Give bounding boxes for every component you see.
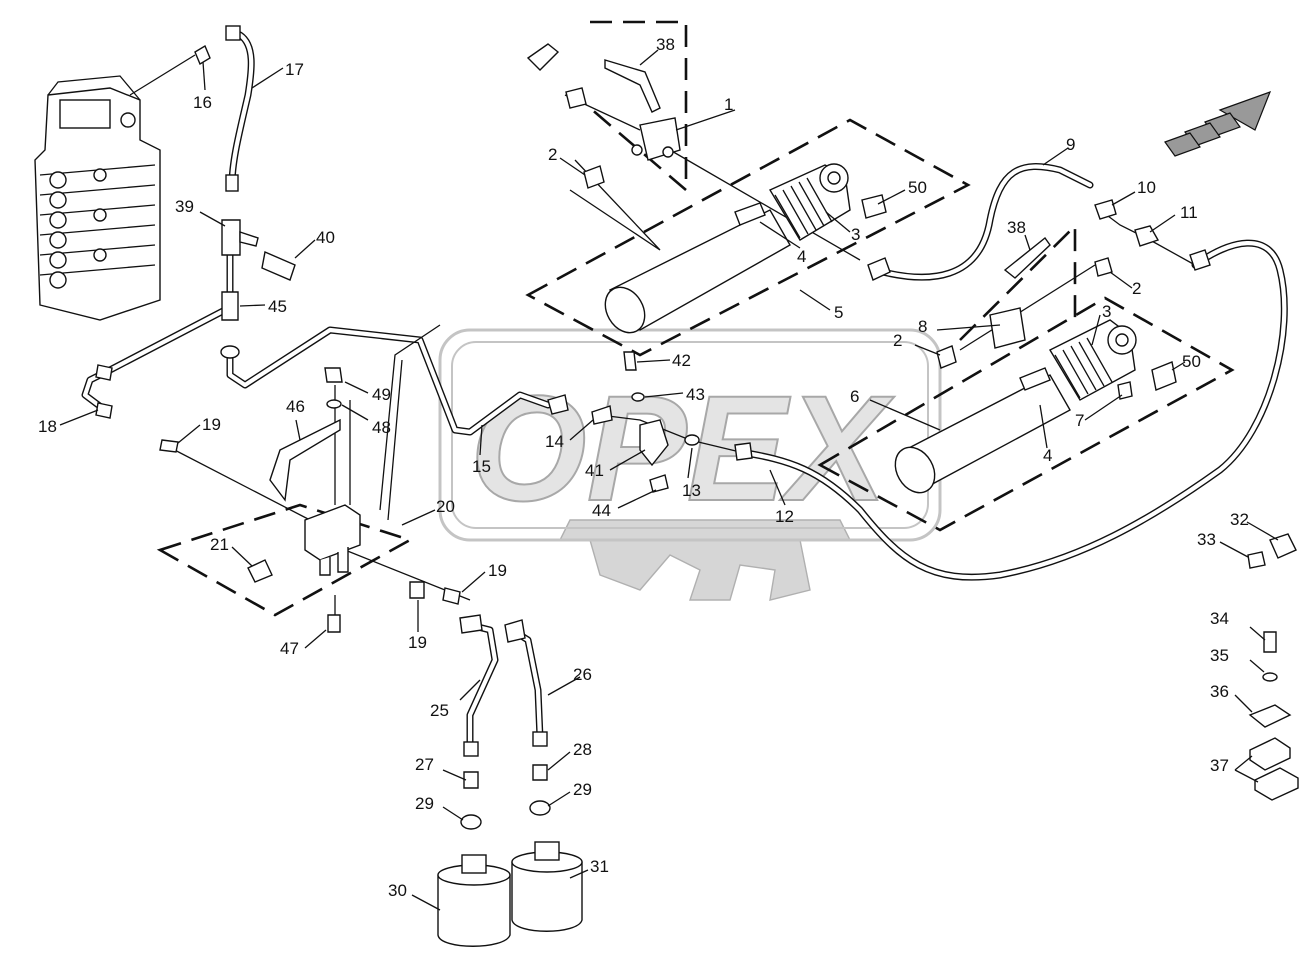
label-6: 6 — [850, 387, 859, 406]
label-40: 40 — [316, 228, 335, 247]
label-37: 37 — [1210, 756, 1229, 775]
label-9: 9 — [1066, 135, 1075, 154]
watermark-gear — [558, 519, 852, 601]
label-44: 44 — [592, 501, 611, 520]
label-14: 14 — [545, 432, 564, 451]
label-8: 8 — [918, 317, 927, 336]
label-38: 38 — [656, 35, 675, 54]
fittings-and-parts — [95, 25, 1299, 830]
dashed-groupings — [156, 20, 1235, 617]
label-45: 45 — [268, 297, 287, 316]
label-35: 35 — [1210, 646, 1229, 665]
label-30: 30 — [388, 881, 407, 900]
label-29: 29 — [415, 794, 434, 813]
part-labels: 16 17 38 1 2 3 50 4 5 9 10 11 38 2 8 2 3… — [38, 35, 1249, 900]
label-47: 47 — [280, 639, 299, 658]
label-18: 18 — [38, 417, 57, 436]
label-7: 7 — [1075, 411, 1084, 430]
label-21: 21 — [210, 535, 229, 554]
label-33: 33 — [1197, 530, 1216, 549]
hydraulic-cylinder-2 — [894, 319, 1137, 494]
label-13: 13 — [682, 481, 701, 500]
label-29-b: 29 — [573, 780, 592, 799]
label-2-c: 2 — [893, 331, 902, 350]
label-19-c: 19 — [408, 633, 427, 652]
label-12: 12 — [775, 507, 794, 526]
label-15: 15 — [472, 457, 491, 476]
label-leaders — [59, 49, 1279, 911]
accumulator-30 — [437, 854, 511, 947]
label-34: 34 — [1210, 609, 1229, 628]
label-2: 2 — [548, 145, 557, 164]
label-17: 17 — [285, 60, 304, 79]
label-32: 32 — [1230, 510, 1249, 529]
label-31: 31 — [590, 857, 609, 876]
label-26: 26 — [573, 665, 592, 684]
label-19-b: 19 — [488, 561, 507, 580]
accumulator-31 — [511, 841, 583, 932]
label-41: 41 — [585, 461, 604, 480]
label-20: 20 — [436, 497, 455, 516]
label-36: 36 — [1210, 682, 1229, 701]
label-42: 42 — [672, 351, 691, 370]
label-10: 10 — [1137, 178, 1156, 197]
label-19: 19 — [202, 415, 221, 434]
label-25: 25 — [430, 701, 449, 720]
label-50-b: 50 — [1182, 352, 1201, 371]
label-50: 50 — [908, 178, 927, 197]
tubing — [81, 31, 1288, 749]
label-27: 27 — [415, 755, 434, 774]
label-16: 16 — [193, 93, 212, 112]
label-28: 28 — [573, 740, 592, 759]
watermark-logo: OPEX — [438, 328, 942, 601]
watermark-text: OPEX — [470, 364, 895, 532]
label-5: 5 — [834, 303, 843, 322]
direction-arrow-icon — [1164, 90, 1272, 157]
label-39: 39 — [175, 197, 194, 216]
label-46: 46 — [286, 397, 305, 416]
label-43: 43 — [686, 385, 705, 404]
label-3-b: 3 — [1102, 302, 1111, 321]
label-4: 4 — [797, 247, 806, 266]
label-2-b: 2 — [1132, 279, 1141, 298]
label-49: 49 — [372, 385, 391, 404]
hydraulic-cylinder-1 — [604, 163, 851, 334]
label-1: 1 — [724, 95, 733, 114]
label-4-b: 4 — [1043, 446, 1052, 465]
watermark-frame-inner — [451, 341, 929, 529]
control-valve-block — [34, 75, 161, 321]
label-38-b: 38 — [1007, 218, 1026, 237]
label-48: 48 — [372, 418, 391, 437]
label-11: 11 — [1180, 203, 1198, 222]
label-3: 3 — [851, 225, 860, 244]
